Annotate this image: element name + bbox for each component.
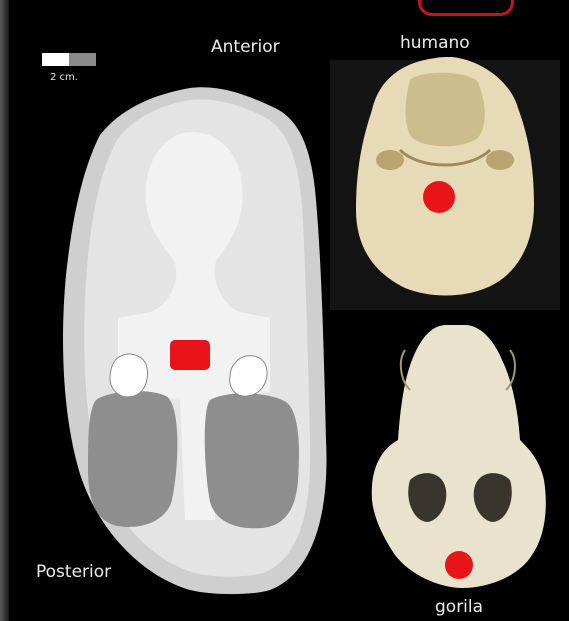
gorilla-skull xyxy=(372,325,546,588)
scale-bar-icon xyxy=(42,53,96,66)
schematic-skull-base xyxy=(63,87,326,594)
scale-label: 2 cm. xyxy=(50,72,78,83)
label-gorilla: gorila xyxy=(435,597,483,617)
human-skull xyxy=(330,57,560,310)
human-palate xyxy=(405,73,484,147)
human-glenoid-left xyxy=(376,150,404,170)
condyle-pad-left xyxy=(88,391,177,527)
foramen-magnum-marker-icon xyxy=(423,181,455,213)
occipital-condyle-icon xyxy=(110,354,148,397)
label-human: humano xyxy=(400,33,470,53)
label-anterior: Anterior xyxy=(211,37,280,57)
foramen-magnum-marker-icon xyxy=(170,340,210,370)
human-glenoid-right xyxy=(486,150,514,170)
condyle-pad-right xyxy=(205,393,299,528)
label-posterior: Posterior xyxy=(36,562,111,582)
gorilla-cranium xyxy=(372,325,546,588)
foramen-magnum-marker-icon xyxy=(445,551,473,579)
